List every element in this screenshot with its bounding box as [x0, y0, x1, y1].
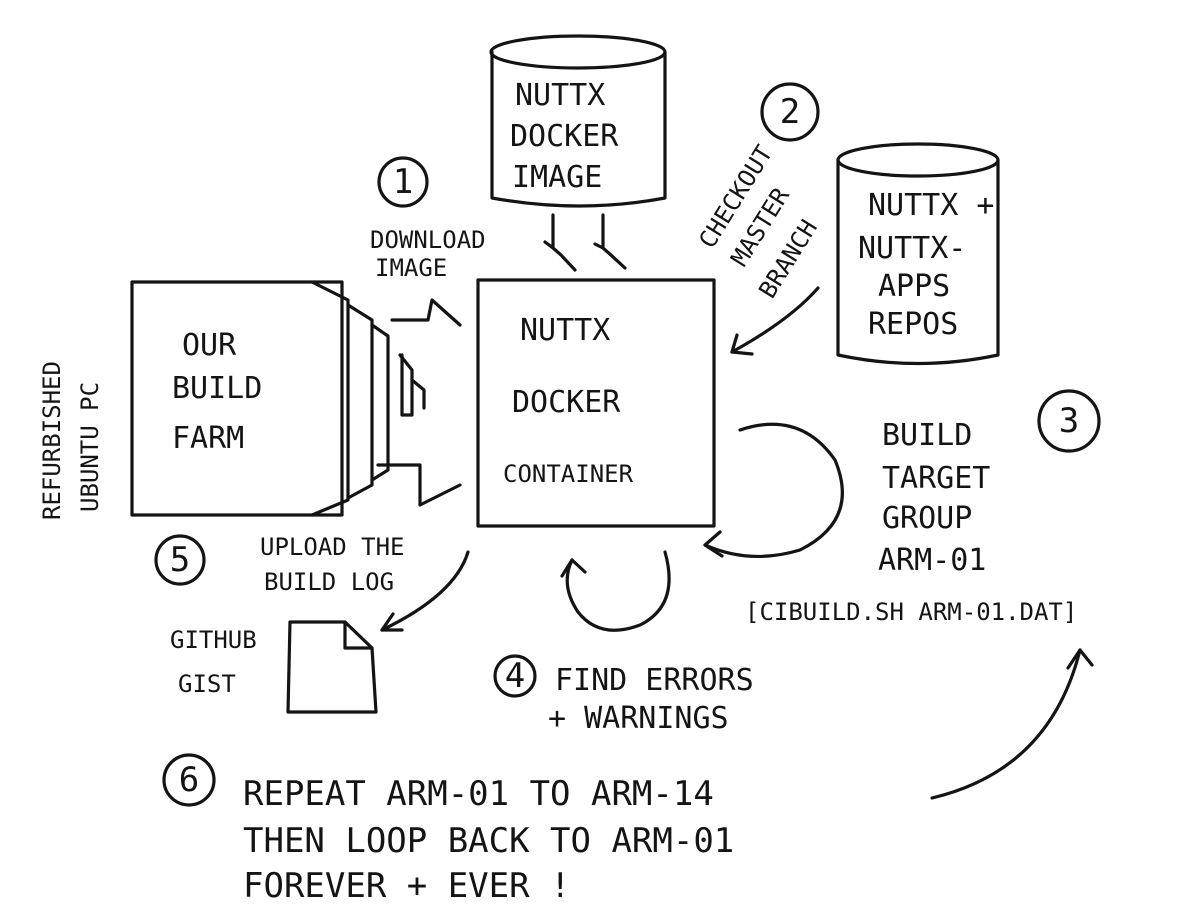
docker-image-line-2: DOCKER [510, 119, 619, 154]
repos-line-4: REPOS [868, 307, 958, 342]
step-2-badge: 2 [760, 82, 820, 142]
build-farm-side-label: REFURBISHED UBUNTU PC [38, 361, 104, 520]
repos-line-1: NUTTX + [868, 188, 994, 223]
repos-line-2: NUTTX- [858, 231, 966, 266]
checkout-arrow [730, 286, 820, 356]
repeat-arrow [930, 648, 1094, 800]
download-label-line-2: IMAGE [375, 254, 447, 282]
download-arrows [543, 213, 627, 272]
build-label-line-2: TARGET [882, 461, 990, 496]
download-label-line-1: DOWNLOAD [370, 226, 486, 254]
find-label-line-1: FIND ERRORS [555, 663, 754, 698]
upload-label-line-1: UPLOAD THE [260, 533, 405, 561]
build-loop-arrow [703, 422, 844, 558]
container-line-1: NUTTX [520, 313, 610, 348]
step-6-number: 6 [179, 760, 199, 800]
docker-image-cylinder: NUTTX DOCKER IMAGE [489, 34, 667, 208]
build-command: [CIBUILD.SH ARM-01.DAT] [745, 598, 1077, 626]
find-label-line-2: + WARNINGS [548, 701, 729, 736]
step-4-badge: 4 [493, 654, 537, 698]
gist-label-line-2: GIST [178, 670, 236, 698]
find-loop-arrow [560, 550, 671, 632]
docker-image-line-1: NUTTX [515, 78, 605, 113]
upload-arrow [380, 550, 470, 632]
step-5-number: 5 [170, 540, 190, 580]
build-farm-line-3: FARM [172, 421, 244, 456]
step-5-badge: 5 [154, 534, 206, 586]
build-farm-pc: OUR BUILD FARM [130, 280, 426, 517]
step-1-number: 1 [393, 162, 413, 202]
docker-image-line-3: IMAGE [512, 160, 602, 195]
side-label-line-2: UBUNTU PC [76, 382, 104, 512]
repeat-line-1: REPEAT ARM-01 TO ARM-14 [243, 774, 714, 814]
gist-label-line-1: GITHUB [170, 626, 257, 654]
build-farm-line-2: BUILD [172, 371, 262, 406]
connection-bolts [376, 298, 462, 507]
gist-document: GITHUB GIST [170, 620, 378, 714]
repos-line-3: APPS [878, 269, 950, 304]
step-4-number: 4 [505, 656, 525, 696]
container-line-2: DOCKER [512, 385, 621, 420]
side-label-line-1: REFURBISHED [38, 361, 66, 520]
repeat-line-3: FOREVER + EVER ! [243, 866, 571, 906]
docker-container-box: NUTTX DOCKER CONTAINER [476, 278, 716, 528]
build-farm-line-1: OUR [182, 328, 237, 363]
build-label-line-3: GROUP [882, 501, 972, 536]
step-6-badge: 6 [162, 753, 216, 807]
container-line-3: CONTAINER [503, 460, 634, 488]
build-label-line-1: BUILD [882, 418, 972, 453]
step-3-number: 3 [1059, 401, 1079, 441]
upload-label-line-2: BUILD LOG [264, 568, 394, 596]
step-2-number: 2 [780, 92, 800, 132]
build-label-line-4: ARM-01 [878, 543, 986, 578]
step-3-badge: 3 [1037, 389, 1101, 453]
repos-cylinder: NUTTX + NUTTX- APPS REPOS [836, 142, 1000, 366]
step-1-badge: 1 [377, 156, 429, 208]
repeat-line-2: THEN LOOP BACK TO ARM-01 [243, 821, 734, 861]
